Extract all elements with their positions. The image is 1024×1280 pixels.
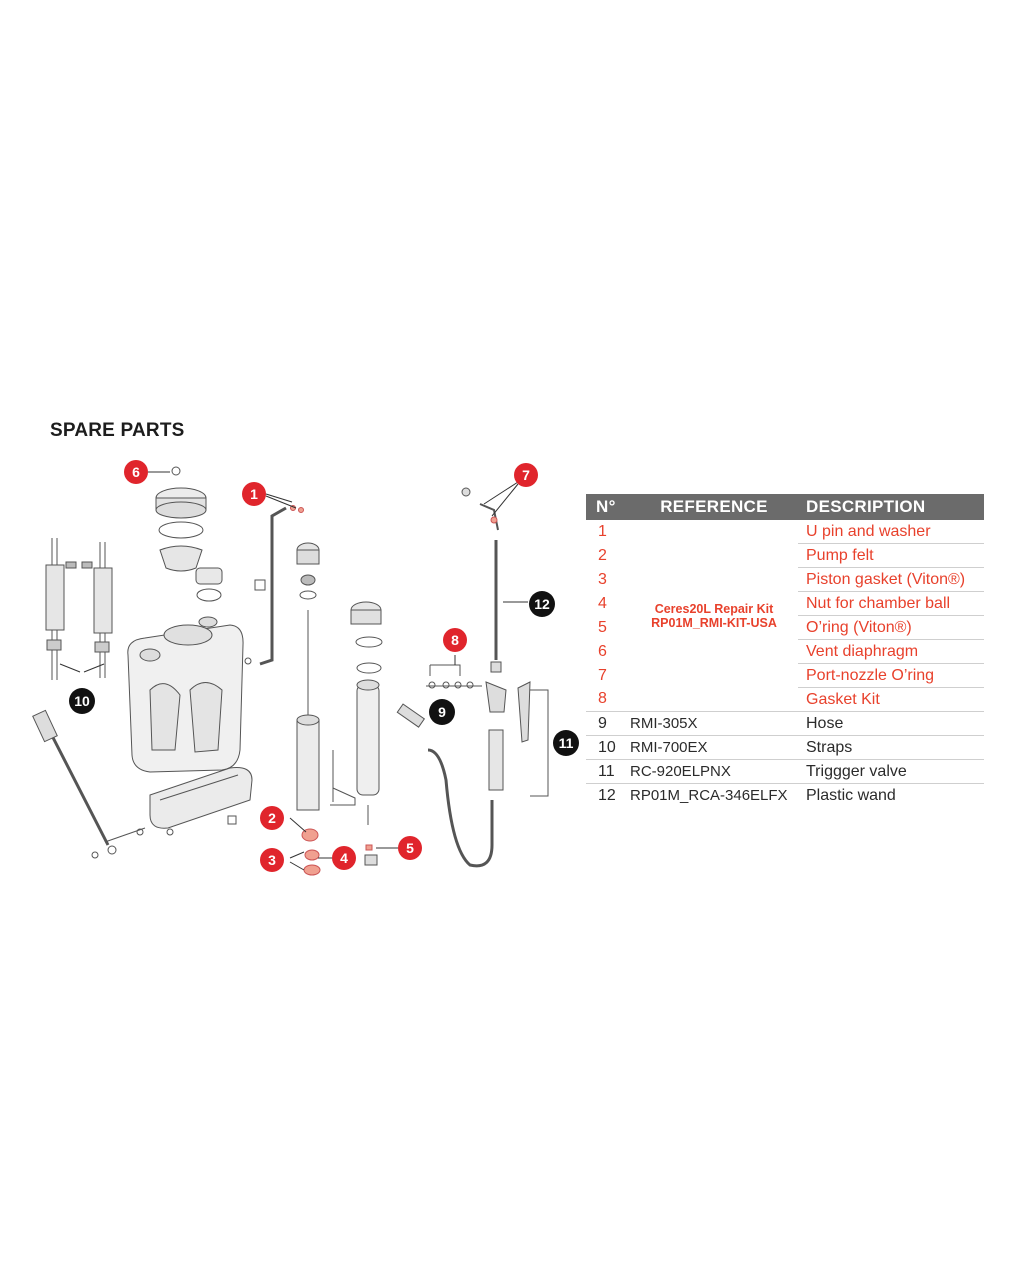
kit-parts-drawing [290,505,498,876]
straps-drawing [45,538,113,680]
svg-text:1: 1 [250,486,258,502]
hose-drawing [396,703,494,868]
table-row: 9 RMI-305X Hose [586,711,984,736]
table-header-row: N° REFERENCE DESCRIPTION [586,494,984,520]
tank-cap-drawing [155,466,223,602]
callout-6: 6 [124,460,148,484]
svg-text:8: 8 [451,632,459,648]
kit-reference-line1: Ceres20L Repair Kit [654,601,774,616]
svg-text:5: 5 [406,840,414,856]
lance-drawing [32,709,146,859]
svg-text:12: 12 [534,596,550,612]
callout-12: 12 [529,591,555,617]
table-row: 10 RMI-700EX Straps [586,735,984,760]
header-number: N° [586,494,630,520]
svg-text:9: 9 [438,704,446,720]
callout-3: 3 [260,848,284,872]
header-description: DESCRIPTION [798,494,984,520]
callout-2: 2 [260,806,284,830]
header-reference: REFERENCE [630,494,798,520]
wand-drawing [426,487,531,791]
tank-drawing [127,616,244,773]
svg-text:11: 11 [559,735,574,751]
table-row: 8 Gasket Kit [586,687,984,712]
page-title: SPARE PARTS [50,420,185,441]
callout-8: 8 [443,628,467,652]
svg-text:2: 2 [268,810,276,826]
kit-reference-line2: RP01M_RMI-KIT-USA [651,615,777,630]
callout-5: 5 [398,836,422,860]
callout-7: 7 [514,463,538,487]
spare-parts-table: N° REFERENCE DESCRIPTION 1 Ceres20L Repa… [586,494,984,807]
callout-4: 4 [332,846,356,870]
repair-kit-reference: Ceres20L Repair Kit RP01M_RMI-KIT-USA [630,520,798,712]
callout-11: 11 [553,730,579,756]
base-drawing [136,767,253,836]
exploded-parts-diagram: 6 1 7 12 8 9 10 11 2 3 4 5 [32,460,579,876]
table-row: 12 RP01M_RCA-346ELFX Plastic wand [598,786,896,805]
table-row: 2 Pump felt [586,543,984,568]
table-row: 4 Nut for chamber ball [586,591,984,616]
svg-text:6: 6 [132,464,140,480]
pump-cylinder-drawing [296,542,356,811]
svg-text:10: 10 [74,693,90,709]
svg-text:3: 3 [268,852,276,868]
callout-1: 1 [242,482,266,506]
callout-10: 10 [69,688,95,714]
pump-rod-drawing [244,506,287,666]
callout-9: 9 [429,699,455,725]
table-row: 11 RC-920ELPNX Triggger valve [586,759,984,784]
table-row: 1 Ceres20L Repair Kit RP01M_RMI-KIT-USA … [586,520,984,712]
table-row: 6 Vent diaphragm [586,639,984,664]
table-row: 7 Port-nozzle O’ring [586,663,984,688]
svg-text:4: 4 [340,850,348,866]
table-row: 5 O’ring (Viton®) [586,615,984,640]
svg-text:7: 7 [522,467,530,483]
table-row: 3 Piston gasket (Viton®) [586,567,984,592]
air-chamber-drawing [350,601,383,866]
